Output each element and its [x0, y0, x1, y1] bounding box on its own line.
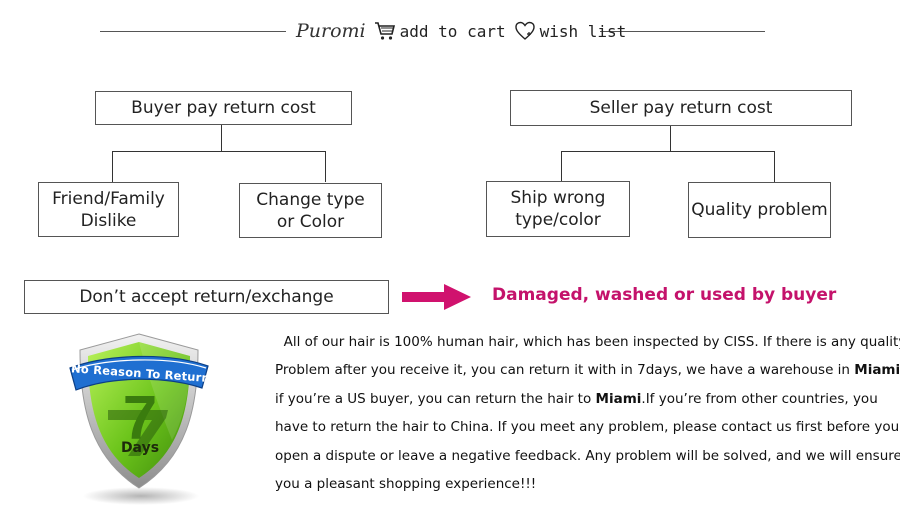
change-type-label: Change type or Color — [256, 189, 365, 232]
connector — [561, 151, 562, 181]
buyer-pay-label: Buyer pay return cost — [131, 98, 316, 118]
buyer-pay-box: Buyer pay return cost — [95, 91, 352, 125]
cart-icon[interactable] — [374, 20, 396, 42]
policy-line-4: have to return the hair to China. If you… — [275, 419, 900, 436]
connector — [112, 151, 113, 182]
heart-icon[interactable] — [514, 20, 536, 42]
badge-number: 7 — [122, 384, 158, 453]
header-rule-left — [100, 31, 286, 32]
quality-problem-box: Quality problem — [688, 182, 831, 238]
friend-family-label: Friend/Family Dislike — [52, 188, 165, 231]
ship-wrong-label: Ship wrong type/color — [510, 188, 606, 230]
change-type-box: Change type or Color — [239, 183, 382, 238]
header-bar: Puromi add to cart wish list — [296, 16, 626, 46]
policy-line-3: if you’re a US buyer, you can return the… — [275, 390, 878, 407]
no-accept-box: Don’t accept return/exchange — [24, 280, 389, 314]
connector — [774, 151, 775, 182]
header-rule-right — [600, 31, 765, 32]
miami-text: Miami — [854, 362, 900, 379]
return-badge: No Reason To Return 7 Days — [68, 330, 210, 506]
connector — [221, 125, 222, 151]
wish-list-link[interactable]: wish list — [539, 21, 627, 41]
connector — [112, 151, 326, 152]
connector — [670, 126, 671, 151]
quality-problem-label: Quality problem — [691, 200, 828, 220]
policy-line-1: All of our hair is 100% human hair, whic… — [283, 334, 900, 350]
policy-line-5: open a dispute or leave a negative feedb… — [275, 447, 900, 464]
miami-text: Miami — [595, 390, 642, 407]
seller-pay-label: Seller pay return cost — [589, 98, 773, 118]
badge-days: Days — [120, 440, 160, 456]
arrow-right-icon — [402, 283, 472, 311]
ship-wrong-box: Ship wrong type/color — [486, 181, 630, 237]
no-accept-label: Don’t accept return/exchange — [79, 287, 334, 307]
brand-logo: Puromi — [296, 20, 366, 42]
connector — [325, 151, 326, 182]
friend-family-box: Friend/Family Dislike — [38, 182, 179, 237]
add-to-cart-link[interactable]: add to cart — [399, 21, 506, 41]
policy-line-6: you a pleasant shopping experience!!! — [275, 476, 537, 493]
seller-pay-box: Seller pay return cost — [510, 90, 852, 126]
damaged-label: Damaged, washed or used by buyer — [492, 285, 837, 305]
policy-paragraph: All of our hair is 100% human hair, whic… — [275, 328, 900, 498]
policy-line-2: Problem after you receive it, you can re… — [275, 362, 900, 379]
connector — [561, 151, 775, 152]
